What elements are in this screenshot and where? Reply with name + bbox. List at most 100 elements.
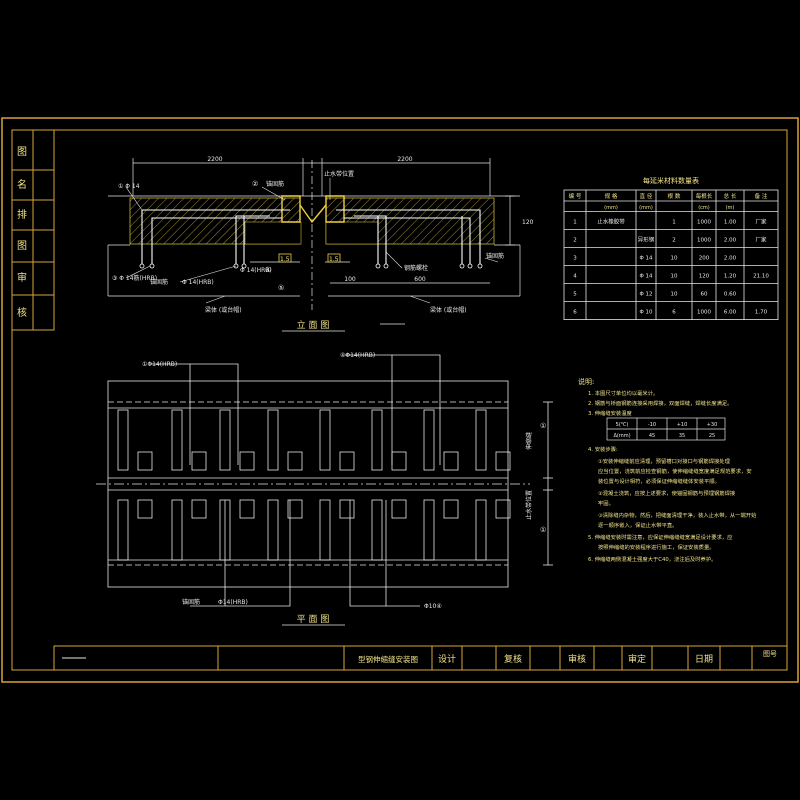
tb-sheet: 图号 <box>763 650 777 658</box>
table-cell: 厂家 <box>755 218 767 226</box>
note-line: ①安装伸缩缝前应清理，预留槽口对接口与钢筋焊接处理 <box>598 457 731 465</box>
note-line: 应当位置，浇筑前应检查钢筋，使伸缩缝缝宽度满足规范要求，安 <box>598 467 752 475</box>
label-bar-left: ③ Φ 14筋(HRB) <box>112 274 157 282</box>
table-cell: 5 <box>573 292 577 298</box>
plan-side-mark2: ① <box>540 526 546 534</box>
label-bar-left3: Φ 14(HRB) <box>240 267 272 274</box>
elevation-view <box>107 158 521 332</box>
tb-approve: 审定 <box>628 653 646 665</box>
table-header: 根 数 <box>668 192 681 200</box>
table-header: 总 长 <box>724 192 737 200</box>
table-title: 每延米材料数量表 <box>643 176 699 185</box>
table-header: 备 注 <box>755 192 768 200</box>
table-cell: 10 <box>671 274 678 280</box>
table-cell: 1000 <box>697 310 711 316</box>
plan-label-anchor: 锚固筋 <box>182 598 200 606</box>
table-cell: 200 <box>699 256 710 262</box>
table-header: 每根长 <box>696 192 713 200</box>
table-cell: 异形钢 <box>638 236 655 244</box>
plan-label-top-right: ④Φ14(HRB) <box>340 352 375 359</box>
label-seal: 止水带位置 <box>324 170 354 178</box>
note-line: ③清除缝内杂物，然后，把缝面清理干净，装入止水带，从一端开始 <box>598 511 757 519</box>
table-cell: 6 <box>573 310 577 316</box>
table-header: 编 号 <box>569 192 582 200</box>
tb-date: 日期 <box>695 654 713 665</box>
label-beam-left: 梁体 (或台帽) <box>205 306 242 314</box>
table-cell: 2.00 <box>724 238 737 244</box>
label-c5: ⑤ <box>278 284 284 292</box>
label-c2: ② <box>252 180 258 188</box>
note-line: 装位置与设计相符，必须保证伸缩缝缝体安装平顺。 <box>598 477 720 485</box>
table-cell: 10 <box>671 256 678 262</box>
table-subheader: (mm) <box>639 205 653 211</box>
label-gap-left: 1.5 <box>280 256 290 263</box>
left-strip <box>11 129 55 331</box>
dim-height: 120 <box>522 219 534 226</box>
tb-review: 审核 <box>568 653 586 665</box>
table-cell: 厂家 <box>755 236 767 244</box>
plan-side-upper: 伸缩缝 <box>525 432 533 450</box>
table-cell: 21.10 <box>753 274 769 280</box>
dim-b2: 600 <box>414 276 426 283</box>
temp-table <box>606 417 726 441</box>
note-line: 6. 伸缩缝两侧混凝土强度大于C40，浇注后及时养护。 <box>588 555 716 563</box>
plan-label-bottom-right: Φ10④ <box>424 603 442 610</box>
temp-cell: -10 <box>648 422 656 428</box>
temp-cell: 35 <box>679 433 685 439</box>
left-strip-label: 排 <box>17 208 27 221</box>
note-line: 按照伸缩缝的安装程序进行施工，保证安装质量。 <box>598 543 715 551</box>
table-cell: 6.00 <box>724 310 737 316</box>
table-cell: 1000 <box>697 238 711 244</box>
plan-title: 平 面 图 <box>297 614 330 625</box>
table-subheader: (mm) <box>604 205 618 211</box>
table-subheader: (cm) <box>698 205 710 211</box>
plan-view <box>96 354 553 626</box>
label-anchor-right: 锚固筋 <box>486 252 504 260</box>
table-cell: 1.70 <box>755 310 768 316</box>
temp-cell: 45 <box>649 433 655 439</box>
temp-cell: 25 <box>709 433 715 439</box>
tb-design: 设计 <box>438 653 456 665</box>
table-header: 规 格 <box>605 192 618 200</box>
note-line: 牢固。 <box>598 499 614 507</box>
table-cell: 120 <box>699 274 710 280</box>
note-line: 2. 钢筋与桥面钢筋连接采用焊接，双面焊缝，焊缝长度满足。 <box>588 399 732 407</box>
notes-title: 说明: <box>578 377 594 386</box>
table-cell: Φ 12 <box>639 292 652 298</box>
left-strip-label: 图 <box>17 240 27 252</box>
label-bar-left2: Φ 14(HRB) <box>182 279 214 286</box>
table-cell: 3 <box>573 256 577 262</box>
plan-side-lower: 止水带位置 <box>525 490 533 520</box>
note-line: 4. 安装步骤: <box>588 445 618 453</box>
note-line: 5. 伸缩缝安装时需注意，应保证伸缩缝缝宽满足设计要求，应 <box>588 533 733 541</box>
table-cell: 10 <box>671 292 678 298</box>
dim-right-total: 2200 <box>397 156 412 163</box>
table-subheader: (m) <box>726 205 735 211</box>
left-strip-label: 图 <box>17 146 27 158</box>
label-anchor-left2: 锚固筋 <box>150 278 168 286</box>
table-header: 直 径 <box>640 192 653 200</box>
table-cell: 6 <box>672 310 676 316</box>
table-cell: 1000 <box>697 220 711 226</box>
table-cell: 0.60 <box>724 292 737 298</box>
note-line: 1. 本图尺寸单位均以毫米计。 <box>588 389 658 397</box>
note-line: 逐一顺序嵌入，保证止水带平直。 <box>598 521 677 529</box>
left-strip-label: 核 <box>17 306 27 319</box>
dim-b1: 100 <box>344 276 356 283</box>
label-gap-right: 1.5 <box>329 256 339 263</box>
table-cell: 4 <box>573 274 577 280</box>
table-cell: 止水橡胶带 <box>597 218 625 226</box>
material-table <box>563 189 779 321</box>
label-bar1: ① Φ 14 <box>118 183 140 190</box>
left-strip-label: 审 <box>17 271 27 284</box>
temp-cell: 5(℃) <box>616 422 629 428</box>
drawing-title: 型钢伸缩缝安装图 <box>358 654 418 664</box>
temp-cell: Δ(mm) <box>613 433 630 439</box>
table-cell: 2 <box>573 238 577 244</box>
note-line: 3. 伸缩缝安装温度 <box>588 409 633 417</box>
table-cell: 2 <box>672 238 676 244</box>
left-strip-label: 名 <box>17 178 27 191</box>
tb-check: 复核 <box>504 653 522 665</box>
table-cell: 1 <box>573 220 577 226</box>
